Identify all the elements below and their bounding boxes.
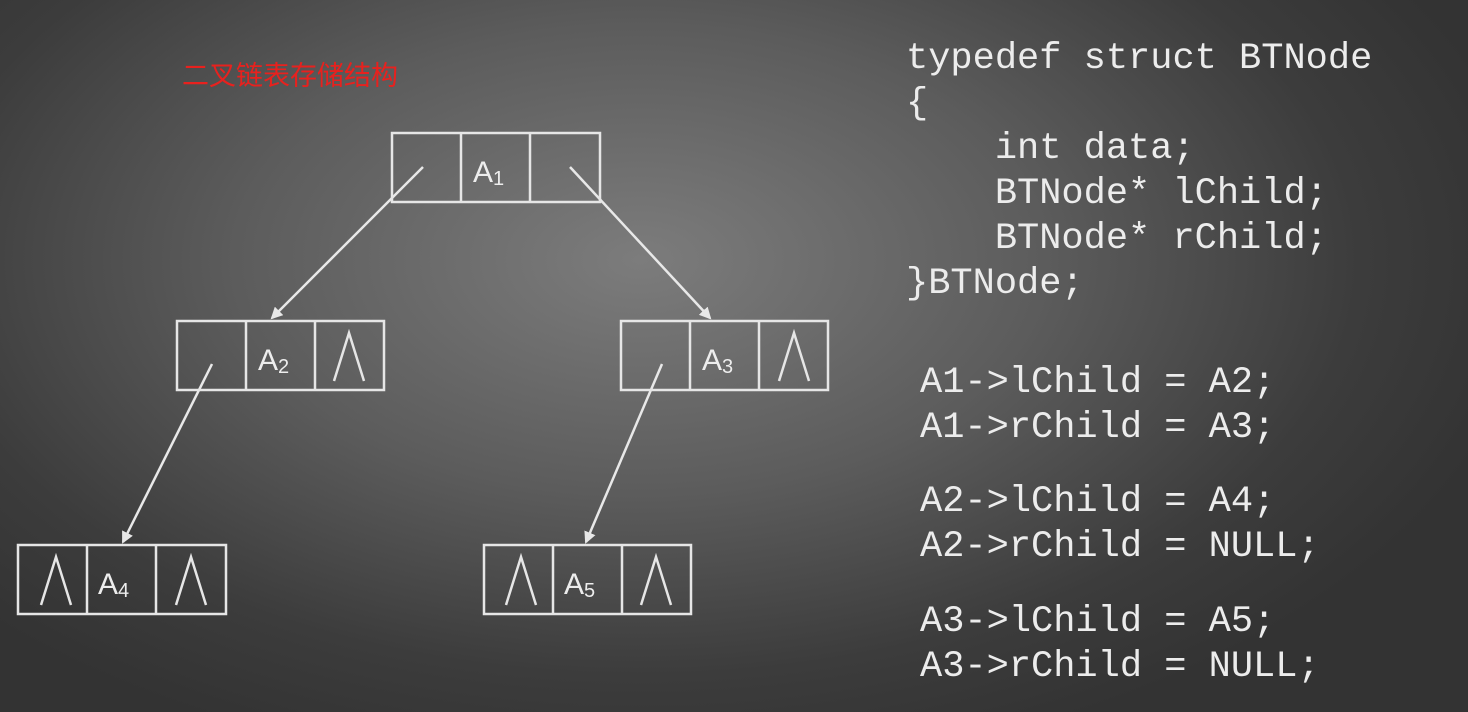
code-line: {	[906, 83, 929, 125]
tree-node-a2: A2	[175, 319, 386, 392]
null-pointer-mark	[332, 328, 366, 382]
code-line: typedef struct BTNode	[906, 38, 1373, 80]
assignment-block-a3: A3->lChild = A5;A3->rChild = NULL;	[920, 600, 1320, 690]
code-line: A2->rChild = NULL;	[920, 526, 1320, 568]
null-pointer-mark	[39, 552, 73, 606]
code-line: BTNode* rChild;	[906, 218, 1328, 260]
null-pointer-mark	[504, 552, 538, 606]
code-line: int data;	[906, 128, 1195, 170]
code-line: A3->rChild = NULL;	[920, 646, 1320, 688]
edge-a3-to-a5	[584, 363, 664, 544]
code-line: A1->lChild = A2;	[920, 362, 1276, 404]
code-line: A3->lChild = A5;	[920, 601, 1276, 643]
null-pointer-mark	[174, 552, 208, 606]
assignment-block-a1: A1->lChild = A2;A1->rChild = A3;	[920, 361, 1275, 451]
node-a2-label: A2	[258, 344, 289, 378]
tree-node-a4: A4	[16, 543, 228, 616]
edge-a1-to-a2	[270, 166, 424, 320]
null-pointer-mark	[777, 328, 811, 382]
assignment-block-a2: A2->lChild = A4;A2->rChild = NULL;	[920, 480, 1320, 570]
code-line: A1->rChild = A3;	[920, 407, 1276, 449]
node-a5-label: A5	[564, 568, 595, 602]
edge-a2-to-a4	[121, 363, 214, 544]
code-line: }BTNode;	[906, 263, 1084, 305]
tree-node-a3: A3	[619, 319, 830, 392]
node-a4-label: A4	[98, 568, 129, 602]
node-a1-label: A1	[473, 156, 504, 190]
struct-definition-code: typedef struct BTNode{ int data; BTNode*…	[906, 37, 1372, 307]
null-pointer-mark	[639, 552, 673, 606]
code-line: A2->lChild = A4;	[920, 481, 1276, 523]
diagram-title: 二叉链表存储结构	[182, 61, 398, 92]
node-a3-label: A3	[702, 344, 733, 378]
tree-node-a5: A5	[482, 543, 693, 616]
edge-a1-to-a3	[569, 166, 712, 320]
tree-node-a1: A1	[390, 131, 602, 204]
code-line: BTNode* lChild;	[906, 173, 1328, 215]
